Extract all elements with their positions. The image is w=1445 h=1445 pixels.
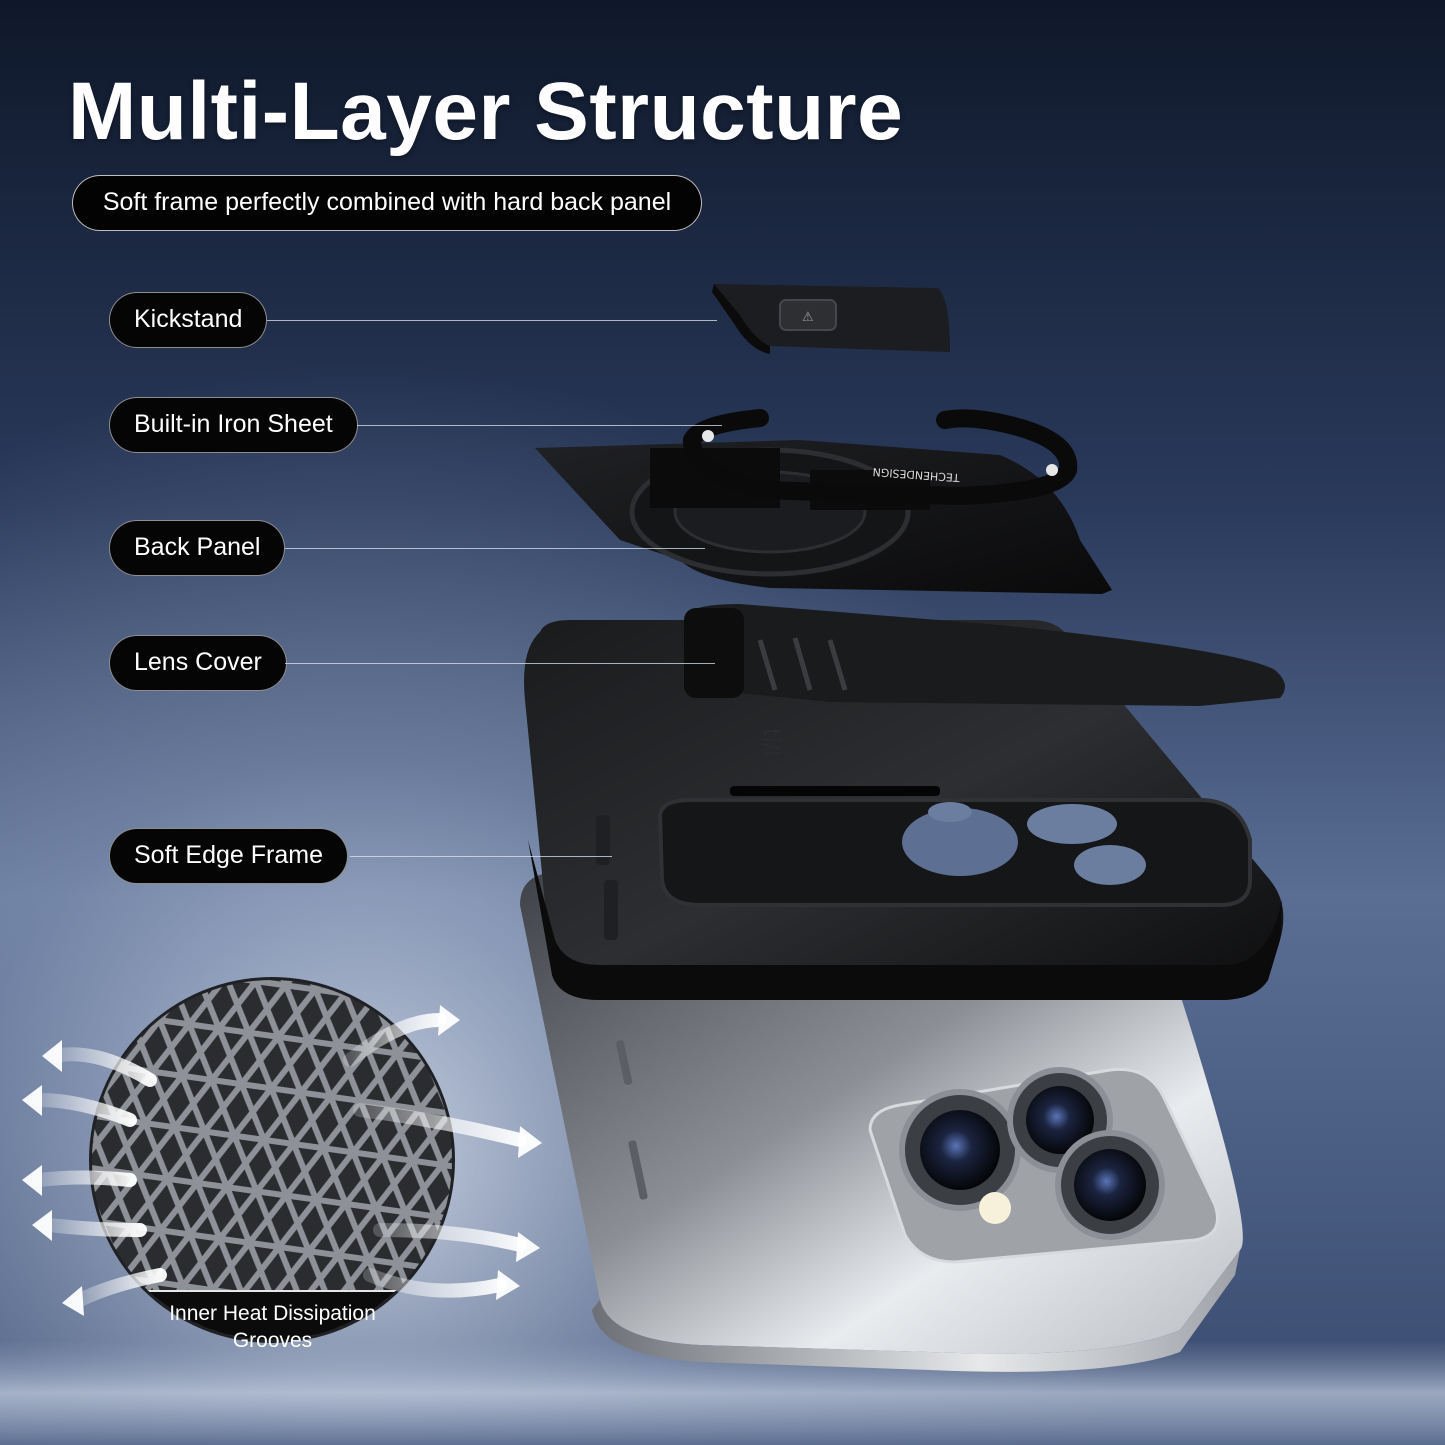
back-panel	[535, 440, 1112, 594]
svg-text:TECHENDESIGN: TECHENDESIGN	[872, 465, 961, 484]
callout-iron-sheet: Built-in Iron Sheet	[109, 397, 358, 453]
lens-cover	[684, 604, 1285, 706]
subtitle-badge: Soft frame perfectly combined with hard …	[72, 175, 702, 231]
case-frame: ti/l	[524, 620, 1284, 1000]
callout-kickstand: Kickstand	[109, 292, 268, 348]
leader-line-lens-cover	[285, 663, 715, 664]
leader-line-back-panel	[285, 548, 705, 549]
leader-line-kickstand	[267, 320, 717, 321]
callout-back-panel: Back Panel	[109, 520, 286, 576]
callout-soft-edge-frame: Soft Edge Frame	[109, 828, 348, 884]
heat-label-line-1: Inner Heat Dissipation	[169, 1302, 376, 1325]
heat-label-line-2: Grooves	[232, 1329, 313, 1352]
heat-dissipation-label: Inner Heat Dissipation Grooves	[120, 1300, 425, 1354]
svg-text:⚠: ⚠	[802, 310, 814, 325]
svg-text:ti/l: ti/l	[758, 728, 783, 756]
iron-sheet-ring: TECHENDESIGN	[683, 409, 1078, 506]
callout-lens-cover: Lens Cover	[109, 635, 287, 691]
leader-line-soft-edge-frame	[350, 856, 612, 857]
page-title: Multi-Layer Structure	[68, 66, 904, 157]
leader-line-iron-sheet	[357, 425, 722, 426]
kickstand: ⚠	[712, 284, 950, 354]
heat-grooves-inset	[22, 977, 542, 1343]
